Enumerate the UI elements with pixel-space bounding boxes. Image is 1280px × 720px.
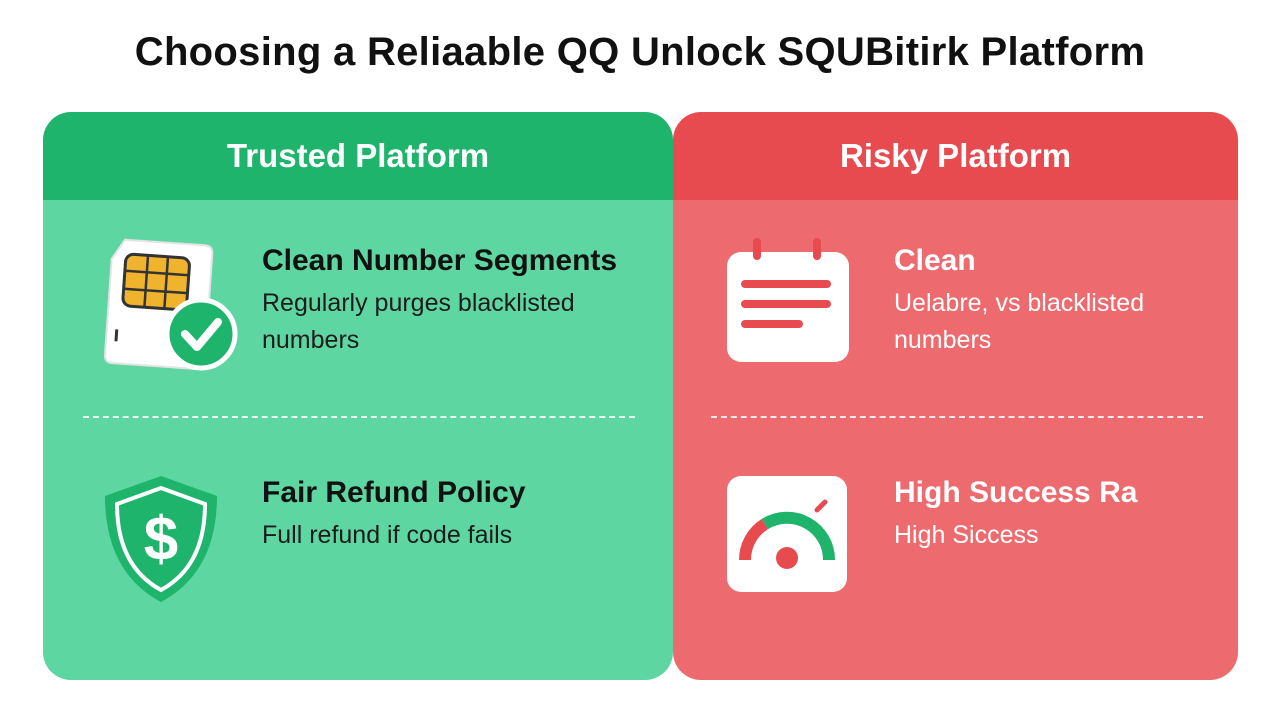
sim-card-check-icon (103, 238, 238, 371)
trusted-item-2-desc-line1: Full refund if code fails (262, 521, 513, 549)
trusted-item-1-desc: Regularly purges blacklisted numbers (262, 285, 575, 359)
trusted-item-1-title: Clean Number Segments (262, 244, 618, 277)
risky-panel-body: Clean Uelabre, vs blacklisted numbers Hi… (673, 200, 1238, 680)
calendar-list-icon (727, 238, 849, 362)
trusted-panel: Trusted Platform Clean Number Segments R… (43, 112, 673, 680)
svg-text:$: $ (144, 505, 178, 574)
risky-item-1-desc-line1: Uelabre, vs blacklisted (894, 289, 1145, 317)
risky-item-2-desc: High Siccess (894, 517, 1039, 554)
risky-item-1-desc-line2: numbers (894, 326, 992, 354)
gauge-icon (727, 476, 847, 592)
risky-item-2-title: High Success Ra (894, 476, 1138, 509)
trusted-item-2-title: Fair Refund Policy (262, 476, 526, 509)
trusted-item-1-desc-line2: numbers (262, 326, 360, 354)
risky-panel: Risky Platform Clean Uelabre, vs blackli… (673, 112, 1238, 680)
risky-divider (711, 416, 1203, 418)
trusted-panel-header: Trusted Platform (43, 112, 673, 200)
trusted-panel-body: Clean Number Segments Regularly purges b… (43, 200, 673, 680)
risky-item-1-desc: Uelabre, vs blacklisted numbers (894, 285, 1144, 359)
page-title: Choosing a Reliaable QQ Unlock SQUBitirk… (134, 30, 1146, 74)
trusted-item-2-desc: Full refund if code fails (262, 517, 512, 554)
trusted-divider (83, 416, 635, 418)
risky-item-2-desc-line1: High Siccess (894, 521, 1039, 549)
trusted-item-1-desc-line1: Regularly purges blacklisted (262, 289, 575, 317)
risky-panel-header: Risky Platform (673, 112, 1238, 200)
risky-item-1-title: Clean (894, 244, 976, 277)
shield-dollar-icon: $ (105, 476, 217, 602)
